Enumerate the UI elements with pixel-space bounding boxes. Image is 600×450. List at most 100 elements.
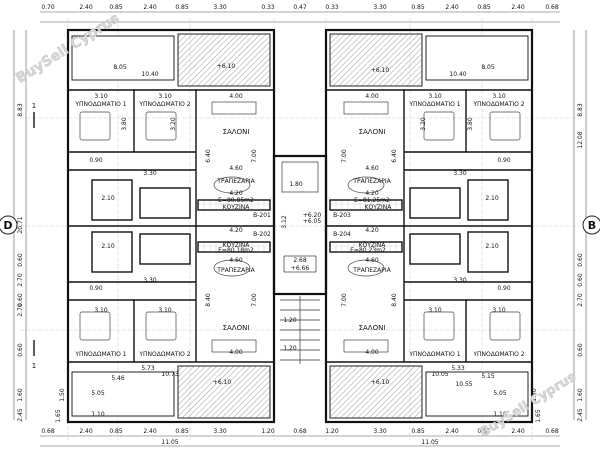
sofa-top-right	[343, 101, 389, 115]
room-label-living: ΣΑΛΟΝΙ	[359, 324, 386, 332]
room-dim: 6.40	[205, 149, 212, 163]
verandas	[71, 33, 529, 419]
bottom-dimension: 1.20	[261, 428, 275, 435]
bottom-total-left: 11.05	[161, 439, 178, 446]
right-dimension: 0.60	[577, 253, 584, 267]
room-dim: 10.40	[141, 71, 158, 78]
room-label-kitchen: ΚΟΥΖΙΝΑ	[359, 242, 387, 249]
room-dim: 4.20	[229, 190, 243, 197]
veranda-bottom-left	[177, 365, 271, 419]
level-veranda-bottom-left: +6.10	[213, 379, 232, 386]
right-dimension: 2.45	[577, 408, 584, 422]
furniture	[79, 101, 521, 353]
veranda-bottom-right	[329, 365, 423, 419]
bottom-dimension: 0.85	[411, 428, 425, 435]
room-dim: 7.00	[251, 149, 258, 163]
room-dim: 5.05	[493, 390, 507, 397]
room-dim: 3.30	[143, 170, 157, 177]
room-dim: 8.40	[391, 293, 398, 307]
bed-top-right	[489, 111, 521, 141]
top-dimension: 0.70	[41, 4, 55, 11]
section-marker-right	[582, 215, 600, 235]
room-label-kitchen: ΚΟΥΖΙΝΑ	[223, 242, 251, 249]
unit-area-bottom-left: E=80.18m2	[218, 247, 254, 254]
room-label-kitchen: ΚΟΥΖΙΝΑ	[223, 204, 251, 211]
bed-bottom-left	[79, 311, 111, 341]
room-dim: 1.10	[493, 411, 507, 418]
room-label-dining: ΤΡΑΠΕΖΑΡΙΑ	[216, 267, 255, 274]
room-dim: 3.20	[420, 117, 427, 131]
sofa-bottom-left	[211, 339, 257, 353]
right-dimension: 8.83	[577, 103, 584, 117]
dining-table-top-left	[213, 176, 251, 194]
room-dim: 3.30	[453, 170, 467, 177]
room-dim: 1.20	[283, 317, 297, 324]
top-dimension: 3.30	[213, 4, 227, 11]
room-dim: 7.00	[251, 293, 258, 307]
room-dim: 3.10	[428, 93, 442, 100]
room-dim: 0.90	[89, 157, 103, 164]
room-label-dining: ΤΡΑΠΕΖΑΡΙΑ	[216, 178, 255, 185]
room-dim: 5.05	[91, 390, 105, 397]
room-dim: 3.20	[170, 117, 177, 131]
left-dimension: 2.45	[17, 408, 24, 422]
room-label-kitchen: ΚΟΥΖΙΝΑ	[365, 204, 393, 211]
room-dim: 0.90	[497, 285, 511, 292]
unit-area-bottom-right: E=80.23m2	[350, 247, 386, 254]
room-dim: 3.12	[281, 215, 288, 229]
room-dim: 0.90	[89, 285, 103, 292]
top-dimension: 0.85	[175, 4, 189, 11]
room-dim: 4.00	[229, 93, 243, 100]
room-label-dining: ΤΡΑΠΕΖΑΡΙΑ	[352, 267, 391, 274]
bottom-dimension: 1.20	[325, 428, 339, 435]
room-dim: 2.10	[485, 243, 499, 250]
room-dim: 3.10	[94, 93, 108, 100]
room-label-bedroom2: ΥΠΝΟΔΩΜΑΤΙΟ 2	[138, 101, 190, 108]
room-dim: 1.10	[91, 411, 105, 418]
room-dim: 10.55	[455, 381, 472, 388]
unit-area-top-left: E=80.85m2	[218, 197, 254, 204]
dining-table-bottom-left	[213, 259, 251, 277]
room-dim: 3.80	[121, 117, 128, 131]
room-dim: 5.15	[481, 373, 495, 380]
cut-label-bottom: 1	[32, 362, 36, 370]
room-dim: 2.10	[101, 243, 115, 250]
left-dimension: 20.71	[17, 216, 24, 233]
bed-top-left-2	[145, 111, 177, 141]
room-label-bedroom1: ΥΠΝΟΔΩΜΑΤΙΟ 1	[408, 351, 460, 358]
unit-area-top-right: E=81.25m2	[354, 197, 390, 204]
bottom-dimension: 3.30	[213, 428, 227, 435]
sofa-bottom-right	[343, 339, 389, 353]
room-dim: 4.60	[229, 165, 243, 172]
bed-bottom-right-2	[423, 311, 455, 341]
top-dimension: 2.40	[511, 4, 525, 11]
unit-id-bottom-right: B-204	[333, 231, 351, 238]
room-dim: 1.65	[55, 409, 62, 423]
bed-top-left	[79, 111, 111, 141]
room-dim: 4.20	[365, 190, 379, 197]
top-dimension: 0.33	[261, 4, 275, 11]
room-dim: 5.46	[111, 375, 125, 382]
level-stair-top-2: +6.05	[303, 218, 322, 225]
top-dimension: 0.33	[325, 4, 339, 11]
room-dim: 4.00	[229, 349, 243, 356]
room-dim: 4.60	[229, 257, 243, 264]
room-dim: 4.60	[365, 257, 379, 264]
room-label-living: ΣΑΛΟΝΙ	[223, 128, 250, 136]
top-dimension: 0.47	[293, 4, 307, 11]
bottom-dimension: 2.40	[511, 428, 525, 435]
room-label-bedroom2: ΥΠΝΟΔΩΜΑΤΙΟ 2	[138, 351, 190, 358]
top-dimension: 0.85	[109, 4, 123, 11]
room-dim: 3.10	[94, 307, 108, 314]
room-dim: 6.40	[391, 149, 398, 163]
room-label-living: ΣΑΛΟΝΙ	[223, 324, 250, 332]
level-stair-bottom: +6.66	[291, 265, 310, 272]
room-label-bedroom1: ΥΠΝΟΔΩΜΑΤΙΟ 1	[74, 101, 126, 108]
bottom-dimension: 0.68	[545, 428, 559, 435]
bottom-dimension: 2.40	[79, 428, 93, 435]
interior-walls	[68, 89, 532, 363]
bed-top-right-2	[423, 111, 455, 141]
bottom-total-right: 11.05	[421, 439, 438, 446]
top-dimension: 2.40	[445, 4, 459, 11]
level-veranda-top-right: +6.10	[371, 67, 390, 74]
